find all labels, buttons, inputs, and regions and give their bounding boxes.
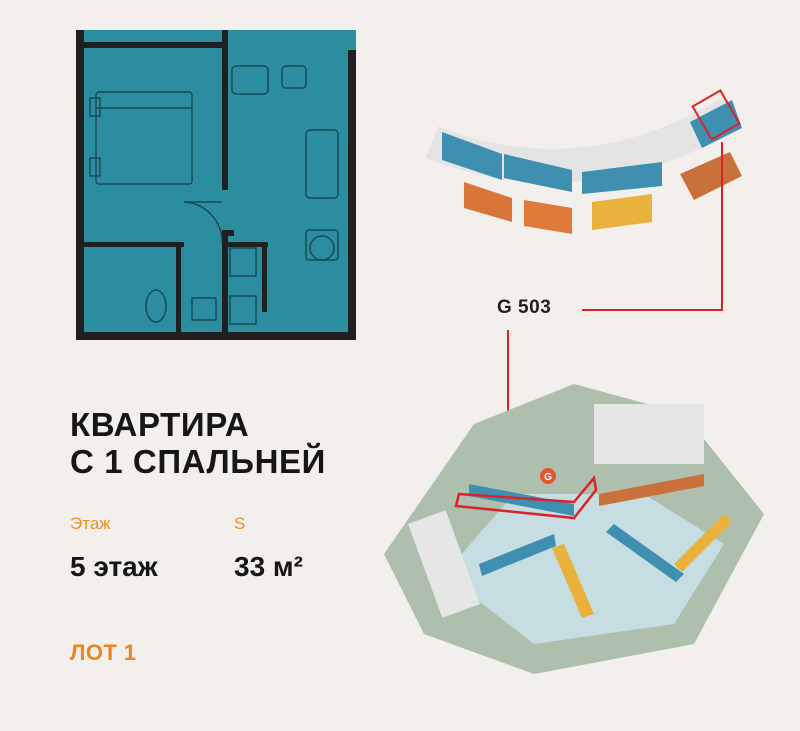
listing-title: КВАРТИРА С 1 СПАЛЬНЕЙ: [70, 406, 326, 480]
site-plan-marker: [540, 468, 556, 484]
floor-plan: [76, 30, 356, 340]
floor-label: Этаж: [70, 514, 111, 533]
site-plan-buildings: [469, 474, 732, 618]
unit-map: [425, 89, 742, 234]
unit-callout: G 503: [497, 297, 552, 318]
listing-title-line1: КВАРТИРА: [70, 406, 250, 443]
site-plan-marker-label: G: [544, 472, 552, 483]
lot-label: ЛОТ 1: [70, 640, 137, 665]
area-value: 33 м²: [234, 551, 303, 582]
floor-value: 5 этаж: [70, 551, 158, 582]
listing-title-line2: С 1 СПАЛЬНЕЙ: [70, 443, 326, 480]
selected-building-outline: [454, 475, 598, 520]
area-label: S: [234, 514, 246, 533]
unit-map-building: [425, 89, 742, 234]
floor-plan-room-fill: [76, 30, 356, 340]
floor-plan-walls: [76, 30, 356, 340]
site-plan-ground: [384, 384, 764, 674]
site-plan: G: [384, 384, 764, 674]
floor-plan-furniture: [89, 65, 339, 325]
